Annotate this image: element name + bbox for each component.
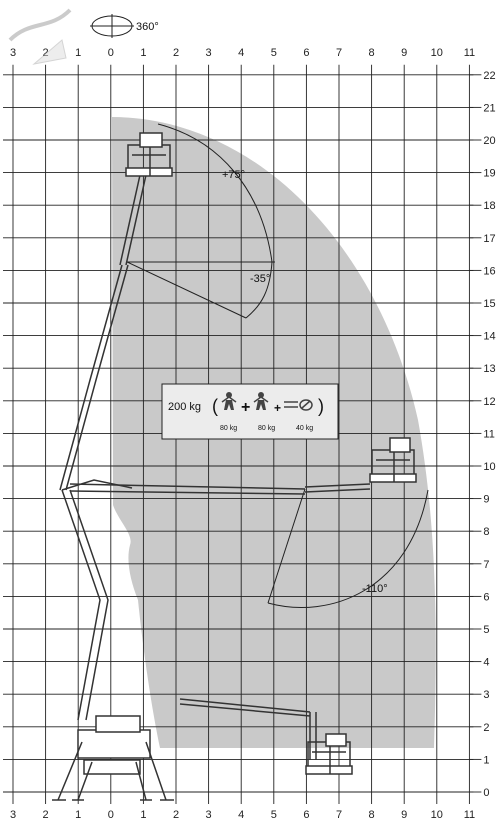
x-tick-label: 4	[238, 47, 244, 59]
x-tick-label: 4	[238, 809, 244, 821]
boom-upright	[59, 174, 147, 491]
rotation-symbol: 360°	[90, 14, 159, 38]
x-tick-label: 6	[303, 809, 309, 821]
angle-down-label: -35°	[250, 273, 270, 285]
plus-1: +	[241, 399, 250, 416]
x-tick-label: 2	[43, 809, 49, 821]
y-tick-label: 20	[483, 135, 495, 147]
boom-horizontal	[69, 483, 371, 495]
arc-rotate	[267, 489, 429, 608]
rotate-line	[267, 488, 306, 604]
y-tick-label: 19	[483, 168, 495, 180]
x-tick-label: 5	[271, 809, 277, 821]
y-tick-label: 17	[483, 233, 495, 245]
y-tick-label: 5	[483, 624, 489, 636]
x-tick-label: 9	[401, 47, 407, 59]
y-tick-label: 7	[483, 559, 489, 571]
x-tick-label: 2	[173, 809, 179, 821]
x-tick-label: 6	[303, 47, 309, 59]
y-tick-label: 9	[483, 494, 489, 506]
person-icon-1	[221, 392, 237, 410]
y-tick-label: 11	[483, 428, 494, 440]
x-tick-label: 1	[140, 809, 146, 821]
load-capacity-box: 200 kg ( + + ) 80 kg 80 kg 40 kg	[161, 383, 339, 440]
x-tick-label: 2	[43, 47, 49, 59]
arc-up	[157, 123, 273, 263]
x-tick-label: 3	[206, 809, 212, 821]
load-open-paren: (	[212, 396, 218, 416]
x-tick-label: 0	[108, 809, 114, 821]
x-tick-label: 2	[173, 47, 179, 59]
jib-down-line	[126, 261, 247, 319]
x-tick-label: 1	[75, 809, 81, 821]
y-tick-label: 12	[483, 396, 495, 408]
y-tick-label: 8	[483, 526, 489, 538]
y-tick-label: 21	[483, 102, 495, 114]
x-tick-label: 11	[464, 47, 475, 59]
basket-bottom	[305, 733, 353, 775]
y-tick-label: 14	[483, 331, 495, 343]
x-tick-label: 8	[369, 47, 375, 59]
y-tick-label: 15	[483, 298, 495, 310]
y-tick-label: 10	[483, 461, 495, 473]
y-tick-label: 13	[483, 363, 495, 375]
person-icon-2	[253, 392, 269, 410]
x-tick-label: 3	[10, 47, 16, 59]
x-tick-label: 10	[431, 47, 443, 59]
x-tick-label: 7	[336, 809, 342, 821]
y-tick-label: 22	[483, 70, 495, 82]
vehicle-chassis	[52, 715, 174, 801]
x-tick-label: 1	[140, 47, 146, 59]
y-tick-label: 4	[483, 657, 489, 669]
plus-2: +	[274, 401, 281, 415]
y-tick-label: 3	[483, 689, 489, 701]
x-tick-label: 11	[464, 809, 475, 821]
y-tick-label: 1	[483, 754, 489, 766]
y-tick-label: 0	[483, 787, 489, 799]
x-tick-label: 3	[10, 809, 16, 821]
y-tick-label: 18	[483, 200, 495, 212]
x-tick-label: 7	[336, 47, 342, 59]
basket-right	[369, 437, 417, 483]
arc-down	[245, 261, 273, 319]
load-box-frame	[161, 383, 339, 440]
x-tick-label: 1	[75, 47, 81, 59]
x-tick-label: 9	[401, 809, 407, 821]
angle-arcs	[126, 123, 429, 608]
x-tick-label: 0	[108, 47, 114, 59]
load-close-paren: )	[318, 396, 324, 416]
load-person2: 80 kg	[258, 425, 275, 432]
x-tick-label: 3	[206, 47, 212, 59]
load-tools: 40 kg	[296, 425, 313, 432]
y-tick-label: 16	[483, 265, 495, 277]
y-tick-label: 6	[483, 591, 489, 603]
x-tick-label: 5	[271, 47, 277, 59]
tools-icon	[284, 399, 313, 411]
angle-rotate-label: -110°	[362, 583, 388, 595]
boom-low	[179, 698, 317, 760]
x-tick-label: 10	[431, 809, 443, 821]
corner-logo-fragment	[8, 8, 72, 65]
y-tick-label: 2	[483, 722, 489, 734]
rotation-label: 360°	[136, 21, 159, 33]
load-person1: 80 kg	[220, 425, 237, 432]
angle-up-label: +75°	[222, 169, 245, 181]
basket-top	[125, 132, 173, 177]
machine-drawing	[52, 132, 417, 801]
load-total: 200 kg	[168, 401, 201, 413]
x-tick-label: 8	[369, 809, 375, 821]
